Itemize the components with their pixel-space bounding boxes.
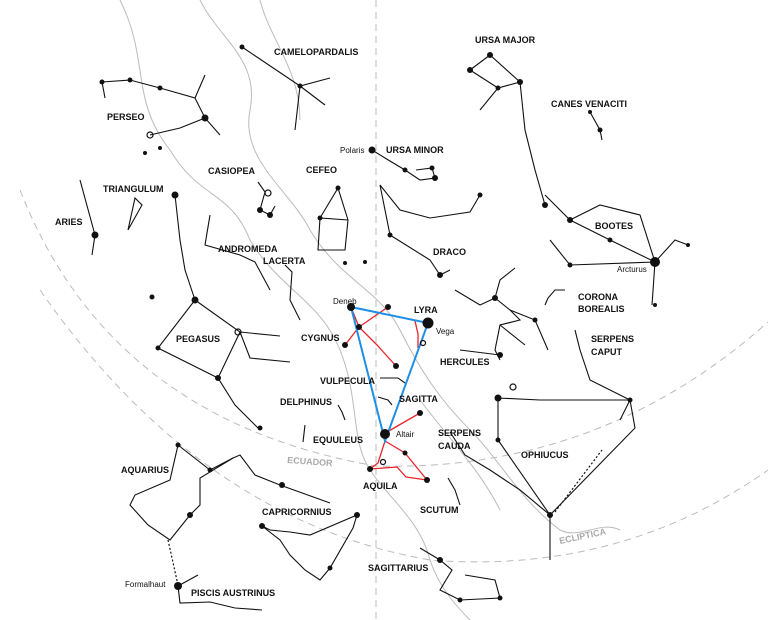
label-canes-venaciti: CANES VENACITI <box>551 99 627 109</box>
label-piscis-austrinus: PISCIS AUSTRINUS <box>191 588 275 598</box>
label-pegasus: PEGASUS <box>176 334 220 344</box>
constellation-labels: CAMELOPARDALIS URSA MAJOR PERSEO CANES V… <box>55 35 634 598</box>
label-altair: Altair <box>396 430 415 439</box>
star-vega <box>422 317 434 329</box>
label-aries: ARIES <box>55 217 83 227</box>
star-polaris <box>368 146 376 154</box>
label-cefeo: CEFEO <box>306 165 337 175</box>
label-bootes: BOOTES <box>595 221 633 231</box>
label-corona-borealis-1: CORONA <box>578 292 618 302</box>
label-aquila: AQUILA <box>363 481 398 491</box>
label-vulpecula: VULPECULA <box>320 376 376 386</box>
label-ophiucus: OPHIUCUS <box>521 450 569 460</box>
label-lacerta: LACERTA <box>263 256 306 266</box>
label-ecliptica: ECLIPTICA <box>558 526 607 546</box>
label-serpens-caput-1: SERPENS <box>591 334 634 344</box>
label-draco: DRACO <box>433 247 466 257</box>
star-altair <box>380 429 390 439</box>
label-cygnus: CYGNUS <box>301 333 340 343</box>
label-corona-borealis-2: BOREALIS <box>578 304 625 314</box>
label-perseo: PERSEO <box>107 112 145 122</box>
label-ursa-minor: URSA MINOR <box>386 145 444 155</box>
label-camelopardalis: CAMELOPARDALIS <box>274 47 358 57</box>
constellation-lines <box>79 46 689 611</box>
ecliptic-line <box>39 289 768 563</box>
label-arcturus: Arcturus <box>617 265 647 274</box>
label-formalhaut: Formalhaut <box>125 580 166 589</box>
summer-triangle <box>349 305 430 445</box>
label-lyra: LYRA <box>414 305 438 315</box>
label-delphinus: DELPHINUS <box>280 397 332 407</box>
star-labels: Polaris Deneb Vega Altair Arcturus Forma… <box>125 146 647 589</box>
label-deneb: Deneb <box>333 297 357 306</box>
label-polaris: Polaris <box>340 146 364 155</box>
label-equuleus: EQUULEUS <box>313 435 363 445</box>
label-sagitta: SAGITTA <box>399 394 438 404</box>
variable-stars <box>146 131 517 466</box>
label-serpens-cauda-1: SERPENS <box>438 428 481 438</box>
stars <box>91 44 690 603</box>
label-triangulum: TRIANGULUM <box>103 184 164 194</box>
star-deneb <box>347 303 355 311</box>
star-formalhaut <box>174 582 182 590</box>
star-arcturus <box>650 257 660 267</box>
label-capricornius: CAPRICORNIUS <box>262 507 332 517</box>
label-sagittarius: SAGITTARIUS <box>368 563 428 573</box>
label-aquarius: AQUARIUS <box>121 465 169 475</box>
label-ursa-major: URSA MAJOR <box>475 35 536 45</box>
label-serpens-caput-2: CAPUT <box>591 347 623 357</box>
label-andromeda: ANDROMEDA <box>218 244 278 254</box>
label-vega: Vega <box>436 327 455 336</box>
milky-way-boundaries <box>119 0 621 620</box>
ophiucus-serpens-link <box>554 449 603 513</box>
aquarius-piscis-link <box>167 539 179 586</box>
label-hercules: HERCULES <box>440 357 490 367</box>
label-scutum: SCUTUM <box>420 505 459 515</box>
label-casiopea: CASIOPEA <box>208 166 256 176</box>
label-serpens-cauda-2: CAUDA <box>438 441 471 451</box>
label-ecuador: ECUADOR <box>287 455 334 468</box>
ecuador-line <box>19 189 768 467</box>
